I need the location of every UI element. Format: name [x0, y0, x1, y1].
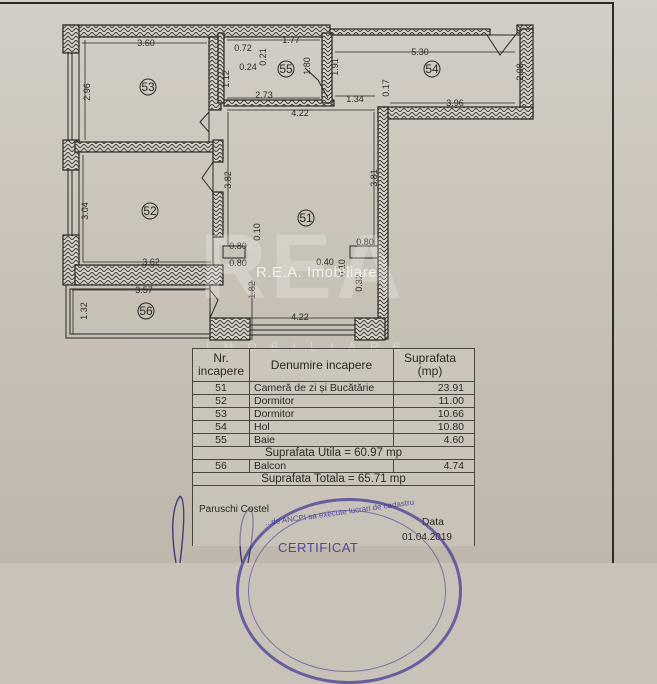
svg-text:3.04: 3.04 [80, 202, 90, 220]
row-nr: 52 [192, 394, 250, 408]
dimension-labels: 3.60 2.96 0.72 1.77 0.24 0.21 1.12 1.80 … [79, 35, 525, 322]
table-row: 54 Hol 10.80 [192, 420, 475, 434]
svg-text:1.12: 1.12 [221, 70, 231, 88]
row-nr: 54 [192, 420, 250, 434]
room-55-label: 55 [277, 60, 295, 78]
header-nr: Nr. incapere [192, 348, 250, 382]
row-area: 4.74 [393, 459, 475, 473]
room-54-label: 54 [423, 60, 441, 78]
svg-text:4.22: 4.22 [291, 312, 309, 322]
row-area: 4.60 [393, 433, 475, 447]
svg-text:0.80: 0.80 [229, 241, 247, 251]
svg-text:3.82: 3.82 [223, 171, 233, 189]
row-name: Dormitor [249, 394, 394, 408]
row-name: Dormitor [249, 407, 394, 421]
svg-text:5.30: 5.30 [411, 47, 429, 57]
row-nr: 51 [192, 381, 250, 395]
svg-text:1.34: 1.34 [346, 94, 364, 104]
row-area: 10.66 [393, 407, 475, 421]
row-area: 10.80 [393, 420, 475, 434]
svg-text:1.80: 1.80 [302, 57, 312, 75]
svg-text:52: 52 [143, 204, 157, 218]
svg-text:0.72: 0.72 [234, 43, 252, 53]
suprafata-totala-row: Suprafata Totala = 65.71 mp [192, 472, 475, 486]
svg-text:0.32: 0.32 [354, 274, 364, 292]
row-nr: 55 [192, 433, 250, 447]
row-area: 11.00 [393, 394, 475, 408]
svg-text:0.40: 0.40 [316, 257, 334, 267]
svg-text:1.82: 1.82 [247, 281, 257, 299]
table-row: 52 Dormitor 11.00 [192, 394, 475, 408]
row-nr: 56 [192, 459, 250, 473]
svg-text:3.96: 3.96 [446, 98, 464, 108]
signature-stroke [172, 495, 185, 563]
row-name: Baie [249, 433, 394, 447]
svg-text:4.22: 4.22 [291, 108, 309, 118]
svg-text:0.21: 0.21 [258, 48, 268, 66]
floor-plan: 53 52 55 54 51 56 [62, 24, 534, 563]
row-nr: 53 [192, 407, 250, 421]
table-row-balcon: 56 Balcon 4.74 [192, 459, 475, 473]
room-51-label: 51 [297, 209, 315, 227]
svg-text:0.24: 0.24 [239, 62, 257, 72]
room-56-label: 56 [137, 302, 155, 320]
svg-text:3.62: 3.62 [142, 257, 160, 267]
svg-text:53: 53 [141, 80, 155, 94]
room-outlines [65, 32, 520, 339]
svg-text:55: 55 [279, 62, 293, 76]
room-52-label: 52 [141, 202, 159, 220]
watermark-logo: REA [200, 216, 407, 318]
row-name: Hol [249, 420, 394, 434]
dimension-lines [72, 39, 515, 340]
svg-text:1.77: 1.77 [282, 35, 300, 45]
room-labels: 53 52 55 54 51 56 [137, 60, 441, 320]
svg-text:0.17: 0.17 [381, 79, 391, 97]
row-name: Cameră de zi și Bucătărie [249, 381, 394, 395]
svg-text:3.60: 3.60 [137, 38, 155, 48]
svg-text:0.10: 0.10 [337, 259, 347, 277]
table-row: 51 Cameră de zi și Bucătărie 23.91 [192, 381, 475, 395]
table-row: 55 Baie 4.60 [192, 433, 475, 447]
svg-text:0.10: 0.10 [252, 223, 262, 241]
watermark-text: R.E.A. Imobiliare [256, 264, 378, 281]
svg-text:0.80: 0.80 [356, 237, 374, 247]
suprafata-utila: Suprafata Utila = 60.97 mp [192, 446, 475, 460]
svg-text:56: 56 [139, 304, 153, 318]
svg-text:2.73: 2.73 [255, 90, 273, 100]
frame-right-line [612, 2, 614, 563]
svg-text:51: 51 [299, 211, 313, 225]
svg-text:1.32: 1.32 [79, 302, 89, 320]
suprafata-totala: Suprafata Totala = 65.71 mp [192, 472, 475, 486]
svg-text:3.57: 3.57 [135, 285, 153, 295]
table-header: Nr. incapere Denumire incapere Suprafata… [192, 348, 475, 382]
svg-text:2.08: 2.08 [515, 63, 525, 81]
room-53-label: 53 [139, 78, 157, 96]
stamp-title: CERTIFICAT [278, 540, 359, 555]
svg-text:1.91: 1.91 [330, 58, 340, 76]
svg-text:54: 54 [425, 62, 439, 76]
header-area: Suprafata (mp) [393, 348, 475, 382]
svg-text:3.81: 3.81 [369, 169, 379, 187]
table-row: 53 Dormitor 10.66 [192, 407, 475, 421]
signer-name: Paruschi Costel [199, 504, 270, 515]
svg-text:2.96: 2.96 [82, 83, 92, 101]
suprafata-utila-row: Suprafata Utila = 60.97 mp [192, 446, 475, 460]
rooms-table: Nr. incapere Denumire incapere Suprafata… [192, 348, 475, 546]
frame-top-line [0, 2, 614, 4]
svg-text:0.80: 0.80 [229, 258, 247, 268]
row-area: 23.91 [393, 381, 475, 395]
certificate-stamp-inner [248, 510, 446, 672]
row-name: Balcon [249, 459, 394, 473]
header-name: Denumire incapere [249, 348, 394, 382]
